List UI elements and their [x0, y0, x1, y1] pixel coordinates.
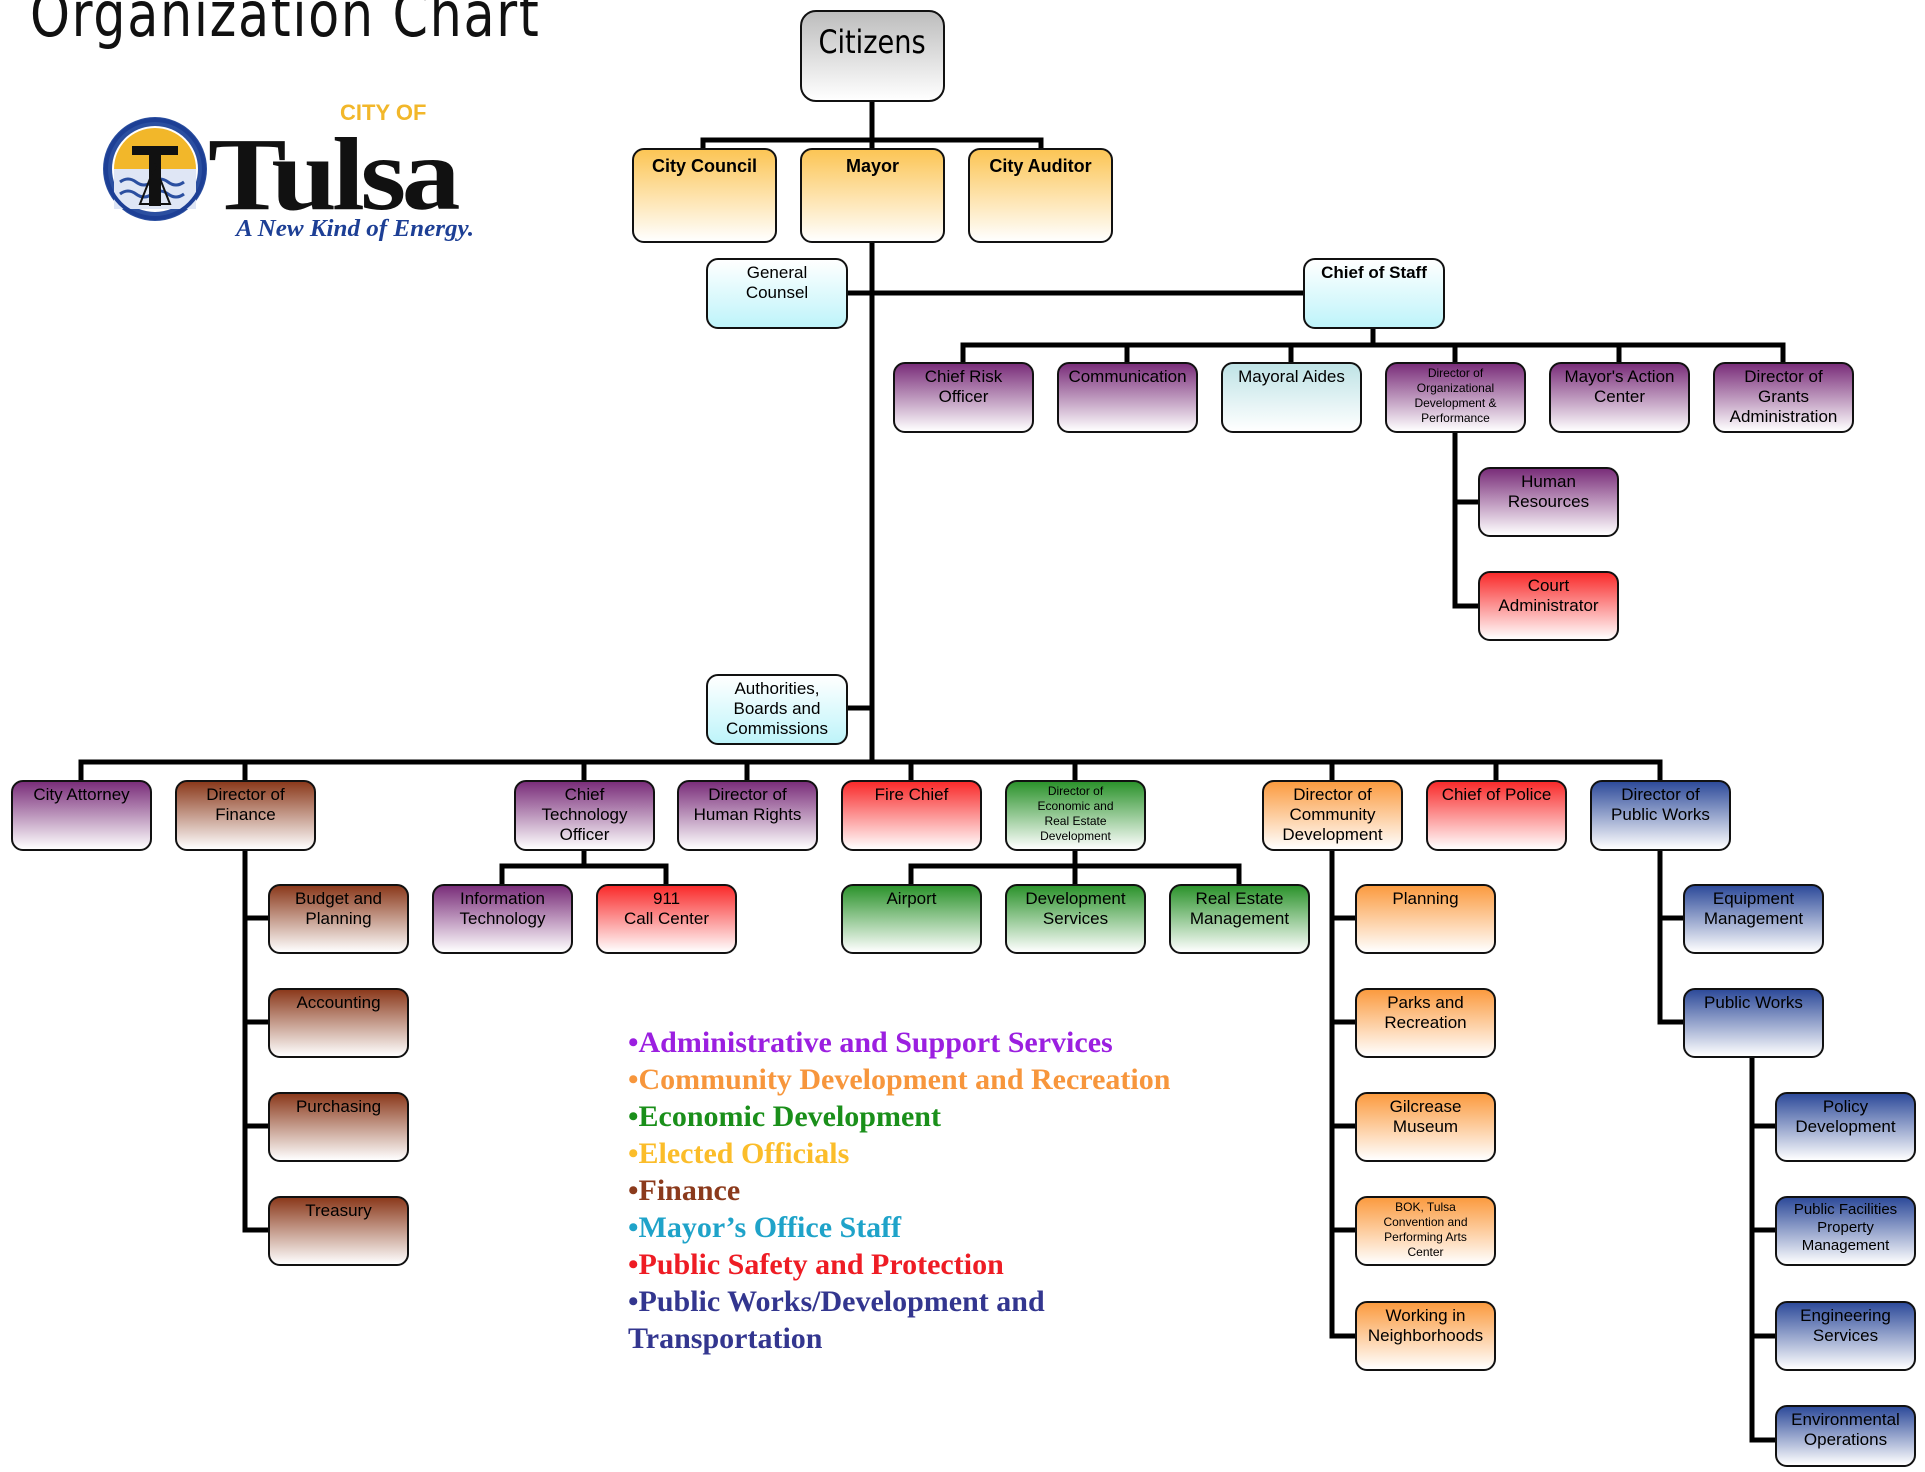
citizens-box: Citizens — [800, 10, 945, 102]
logo-tagline: A New Kind of Energy. — [234, 216, 474, 242]
city-seal — [103, 117, 207, 221]
budget-planning-box: Budget and Planning — [268, 884, 409, 954]
director-human-rights-box: Director of Human Rights — [677, 780, 818, 851]
director-community-dev-box: Director of Community Development — [1262, 780, 1403, 851]
logo-city-of: CITY OF — [340, 104, 426, 125]
director-econ-real-estate-box: Director of Economic and Real Estate Dev… — [1005, 780, 1146, 851]
chief-of-staff-box: Chief of Staff — [1303, 258, 1445, 329]
legend-item: •Economic Development — [628, 1100, 941, 1133]
policy-development-box: Policy Development — [1775, 1092, 1916, 1162]
logo-wordmark: Tulsa — [208, 117, 459, 232]
legend-item: •Mayor’s Office Staff — [628, 1211, 902, 1244]
citizens-label: Citizens — [818, 23, 927, 61]
legend-item: •Finance — [628, 1174, 741, 1207]
engineering-services-box: Engineering Services — [1775, 1301, 1916, 1371]
legend-item: Transportation — [628, 1322, 823, 1355]
legend-item: •Community Development and Recreation — [628, 1063, 1171, 1096]
mayoral-aides-box: Mayoral Aides — [1221, 362, 1362, 433]
public-facilities-box: Public Facilities Property Management — [1775, 1196, 1916, 1266]
public-works-box: Public Works — [1683, 988, 1824, 1058]
legend-item: •Public Works/Development and — [628, 1285, 1045, 1318]
chief-of-police-box: Chief of Police — [1426, 780, 1567, 851]
human-resources-box: Human Resources — [1478, 467, 1619, 537]
legend-item: •Elected Officials — [628, 1137, 850, 1170]
chief-technology-officer-box: Chief Technology Officer — [514, 780, 655, 851]
page-title: Organization Chart — [30, 0, 541, 51]
fire-chief-box: Fire Chief — [841, 780, 982, 851]
director-finance-box: Director of Finance — [175, 780, 316, 851]
real-estate-management-box: Real Estate Management — [1169, 884, 1310, 954]
purchasing-box: Purchasing — [268, 1092, 409, 1162]
director-org-dev-box: Director of Organizational Development &… — [1385, 362, 1526, 433]
general-counsel-box: General Counsel — [706, 258, 848, 329]
planning-box: Planning — [1355, 884, 1496, 954]
color-legend: •Administrative and Support Services •Co… — [628, 1024, 1170, 1357]
city-council-box: City Council — [632, 148, 777, 243]
mayor-box: Mayor — [800, 148, 945, 243]
director-public-works-box: Director of Public Works — [1590, 780, 1731, 851]
parks-recreation-box: Parks and Recreation — [1355, 988, 1496, 1058]
mayors-action-center-box: Mayor's Action Center — [1549, 362, 1690, 433]
chief-risk-officer-box: Chief Risk Officer — [893, 362, 1034, 433]
authorities-boards-box: Authorities, Boards and Commissions — [706, 674, 848, 745]
director-grants-box: Director of Grants Administration — [1713, 362, 1854, 433]
environmental-operations-box: Environmental Operations — [1775, 1405, 1916, 1467]
call-center-911-box: 911 Call Center — [596, 884, 737, 954]
accounting-box: Accounting — [268, 988, 409, 1058]
equipment-management-box: Equipment Management — [1683, 884, 1824, 954]
airport-box: Airport — [841, 884, 982, 954]
legend-item: •Administrative and Support Services — [628, 1026, 1113, 1059]
legend-item: •Public Safety and Protection — [628, 1248, 1004, 1281]
information-technology-box: Information Technology — [432, 884, 573, 954]
working-neighborhoods-box: Working in Neighborhoods — [1355, 1301, 1496, 1371]
city-of-tulsa-logo: CITY OF Tulsa A New Kind of Energy. — [103, 104, 474, 242]
communication-box: Communication — [1057, 362, 1198, 433]
treasury-box: Treasury — [268, 1196, 409, 1266]
bok-convention-box: BOK, Tulsa Convention and Performing Art… — [1355, 1196, 1496, 1266]
development-services-box: Development Services — [1005, 884, 1146, 954]
city-attorney-box: City Attorney — [11, 780, 152, 851]
city-auditor-box: City Auditor — [968, 148, 1113, 243]
gilcrease-museum-box: Gilcrease Museum — [1355, 1092, 1496, 1162]
court-administrator-box: Court Administrator — [1478, 571, 1619, 641]
